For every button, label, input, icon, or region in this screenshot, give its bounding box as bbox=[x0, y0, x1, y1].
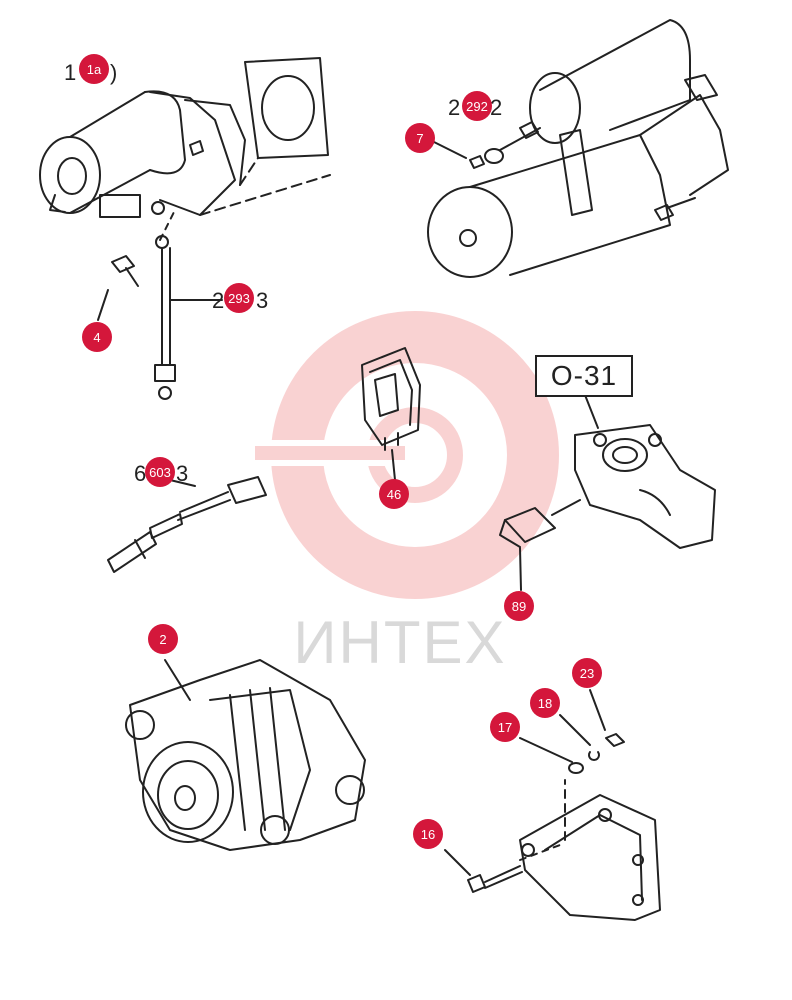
watermark-gear-icon bbox=[250, 311, 559, 599]
svg-text:): ) bbox=[110, 60, 117, 85]
bolt-4-drawing bbox=[97, 255, 139, 321]
callout-603[interactable]: 603 bbox=[145, 457, 175, 487]
callout-46[interactable]: 46 bbox=[379, 479, 409, 509]
svg-text:2: 2 bbox=[212, 288, 224, 313]
svg-text:2: 2 bbox=[490, 95, 502, 120]
manifold-and-sensor-89-drawing bbox=[499, 394, 716, 591]
callout-18[interactable]: 18 bbox=[530, 688, 560, 718]
starter-motor-1a bbox=[39, 57, 331, 218]
sensor-603-drawing bbox=[107, 476, 267, 573]
callout-1a[interactable]: 1a bbox=[79, 54, 109, 84]
callout-4[interactable]: 4 bbox=[82, 322, 112, 352]
legacy-number-traces: 1 ) 2 2 2 3 6 3 bbox=[64, 60, 502, 486]
svg-text:2: 2 bbox=[448, 95, 460, 120]
callout-2[interactable]: 2 bbox=[148, 624, 178, 654]
callout-16[interactable]: 16 bbox=[413, 819, 443, 849]
callout-292[interactable]: 292 bbox=[462, 91, 492, 121]
callout-89[interactable]: 89 bbox=[504, 591, 534, 621]
watermark-text: ИНТЕХ bbox=[293, 609, 507, 676]
bracket-and-fasteners-drawing bbox=[444, 689, 661, 921]
alternator-2-drawing bbox=[125, 659, 366, 851]
svg-text:3: 3 bbox=[256, 288, 268, 313]
cable-293-drawing bbox=[154, 209, 223, 400]
svg-text:3: 3 bbox=[176, 461, 188, 486]
callout-293[interactable]: 293 bbox=[224, 283, 254, 313]
svg-text:1: 1 bbox=[64, 60, 76, 85]
svg-text:6: 6 bbox=[134, 461, 146, 486]
callout-17[interactable]: 17 bbox=[490, 712, 520, 742]
callout-7[interactable]: 7 bbox=[405, 123, 435, 153]
callout-23[interactable]: 23 bbox=[572, 658, 602, 688]
relay-46-drawing bbox=[361, 347, 421, 481]
reference-box-o31: O-31 bbox=[535, 355, 633, 397]
starter-motor-292 bbox=[427, 19, 729, 278]
